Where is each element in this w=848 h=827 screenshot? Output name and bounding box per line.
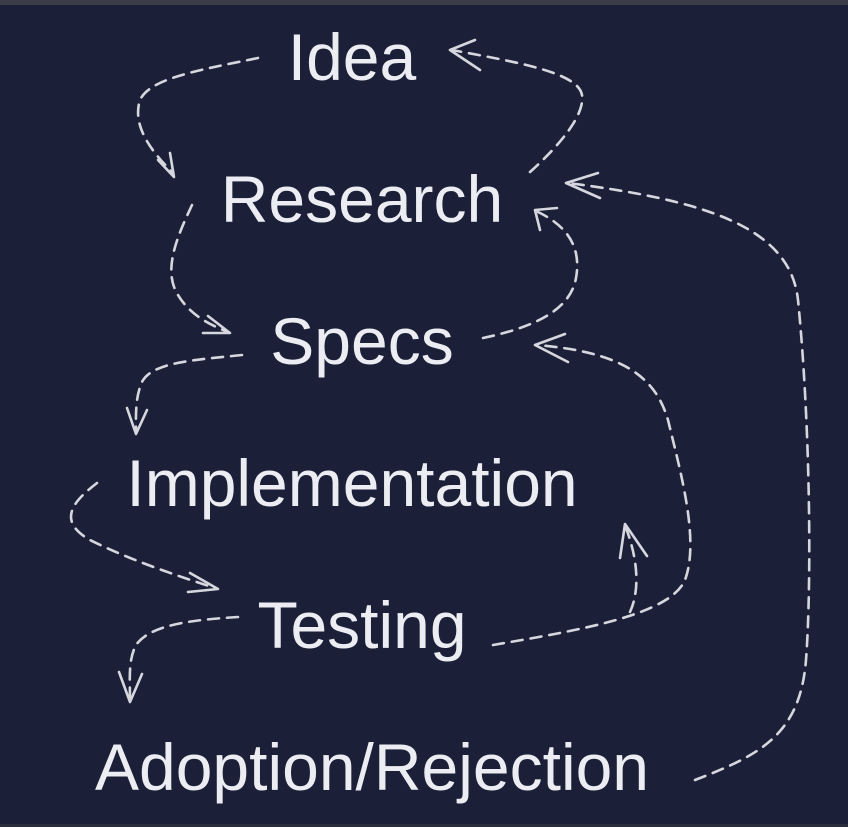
stage-testing: Testing: [257, 588, 467, 662]
stage-specs: Specs: [270, 304, 454, 378]
stage-implementation: Implementation: [126, 446, 578, 520]
stage-adoption-rejection: Adoption/Rejection: [94, 730, 650, 804]
arrow-specs-to-implementation: [125, 353, 244, 436]
arrow-specs-to-research: [481, 206, 579, 340]
arrow-research-to-idea: [448, 38, 584, 174]
stage-research: Research: [220, 162, 504, 236]
arrow-testing-to-adoption: [117, 615, 240, 704]
window-top-edge: [0, 0, 848, 5]
arrow-adoption-to-research: [564, 171, 811, 782]
arrow-implementation-to-testing: [69, 481, 220, 594]
arrow-testing-to-implementation: [618, 522, 649, 614]
arrow-idea-to-research: [136, 56, 260, 179]
arrow-testing-to-specs: [491, 332, 692, 647]
window-bottom-edge: [0, 824, 848, 827]
stage-idea: Idea: [287, 20, 417, 94]
arrow-research-to-specs: [170, 203, 232, 335]
